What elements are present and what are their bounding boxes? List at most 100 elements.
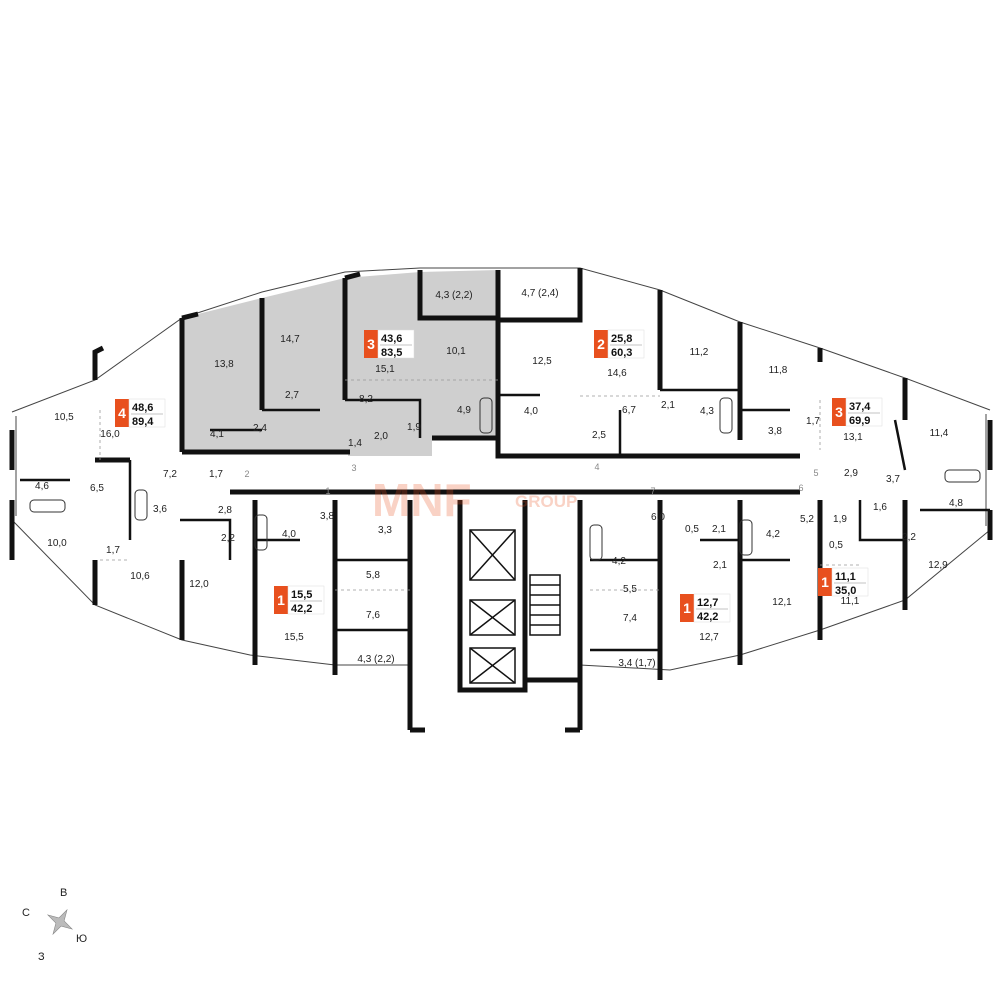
room-area-label: 2,2 <box>221 533 235 544</box>
room-area-label: 12,1 <box>772 597 792 608</box>
room-area-label: 7,2 <box>163 469 177 480</box>
compass: С В Ю З <box>22 887 87 963</box>
room-area-label: 0,5 <box>829 540 843 551</box>
room-area-label: 11,8 <box>769 365 788 376</box>
room-area-label: 4,7 (2,4) <box>521 288 558 299</box>
total-area: 60,3 <box>611 347 632 359</box>
living-area: 12,7 <box>697 597 718 609</box>
watermark-mark: MNF <box>372 474 472 526</box>
living-area: 25,8 <box>611 333 632 345</box>
room-area-label: 11,2 <box>690 347 709 358</box>
room-count: 2 <box>597 336 605 352</box>
room-area-label: 4,8 <box>949 498 963 509</box>
room-count-box <box>832 398 846 426</box>
room-area-label: 1,9 <box>407 422 421 433</box>
room-area-label: 15,5 <box>284 632 304 643</box>
room-area-label: 2,4 <box>253 423 267 434</box>
room-area-label: 7,4 <box>623 613 637 624</box>
room-area-label: 4,2 <box>612 556 626 567</box>
living-area: 37,4 <box>849 401 871 413</box>
total-area: 42,2 <box>291 603 312 615</box>
room-count: 3 <box>367 336 375 352</box>
room-area-label: 3,8 <box>768 426 782 437</box>
room-area-label: 5,5 <box>623 584 637 595</box>
room-area-label: 3,4 (1,7) <box>618 658 655 669</box>
apartment-badge[interactable]: 2 25,8 60,3 <box>594 329 645 359</box>
room-area-label: 3,3 <box>378 525 392 536</box>
room-area-label: 0,5 <box>685 524 699 535</box>
watermark-text: GROUP <box>515 492 577 511</box>
room-area-label: 2,0 <box>374 431 388 442</box>
area-values-box <box>287 585 325 615</box>
room-area-label: 2,1 <box>712 524 726 535</box>
room-area-label: 4,1 <box>210 429 224 440</box>
room-area-label: 10,0 <box>47 538 67 549</box>
compass-south: Ю <box>76 933 87 945</box>
entrance-number: 1 <box>325 486 330 496</box>
room-area-label: 3,6 <box>153 504 167 515</box>
area-values-box <box>693 593 731 623</box>
living-area: 15,5 <box>291 589 312 601</box>
room-area-label: 4,2 <box>766 529 780 540</box>
room-area-label: 7,6 <box>366 610 380 621</box>
core-shafts <box>469 529 561 684</box>
room-area-label: 10,5 <box>54 412 74 423</box>
room-area-label: 1,7 <box>106 545 120 556</box>
room-area-label: 12,5 <box>532 356 552 367</box>
room-count: 1 <box>821 574 829 590</box>
dashed-separators <box>99 379 860 591</box>
entrance-number: 5 <box>813 468 818 478</box>
room-area-label: 13,1 <box>843 432 863 443</box>
room-area-label: 16,0 <box>100 429 120 440</box>
room-area-label: 12,7 <box>699 632 719 643</box>
entrance-number: 3 <box>351 463 356 473</box>
room-area-label: 1,7 <box>209 469 223 480</box>
entrance-number: 4 <box>594 462 599 472</box>
living-area: 48,6 <box>132 402 153 414</box>
area-values-box <box>128 398 166 428</box>
room-area-label: 1,7 <box>806 416 820 427</box>
room-count-box <box>680 594 694 622</box>
room-area-label: 2,9 <box>844 468 858 479</box>
area-values-box <box>831 567 869 597</box>
room-area-label: 11,1 <box>841 596 860 607</box>
room-area-label: 10,1 <box>446 346 466 357</box>
room-area-label: 4,3 <box>700 406 714 417</box>
entrance-number: 2 <box>244 469 249 479</box>
room-area-label: 6,0 <box>651 512 665 523</box>
room-area-label: 6,7 <box>622 405 636 416</box>
room-area-label: 5,8 <box>366 570 380 581</box>
room-count-box <box>594 330 608 358</box>
room-area-label: 4,3 (2,2) <box>357 654 394 665</box>
room-area-label: 12,0 <box>189 579 209 590</box>
room-area-label: 4,3 (2,2) <box>435 290 472 301</box>
room-count: 4 <box>118 405 126 421</box>
room-area-label: 10,6 <box>130 571 150 582</box>
area-values-box <box>845 397 883 427</box>
room-count-box <box>364 330 378 358</box>
room-count-box <box>818 568 832 596</box>
total-area: 35,0 <box>835 585 856 597</box>
entrance-number: 7 <box>650 486 655 496</box>
room-count: 3 <box>835 404 843 420</box>
room-area-label: 1,9 <box>833 514 847 525</box>
room-area-label: 3,8 <box>320 511 334 522</box>
compass-west: З <box>38 951 45 963</box>
room-area-label: 6,5 <box>90 483 104 494</box>
compass-star-icon <box>46 908 74 936</box>
room-area-label: 2,8 <box>218 505 232 516</box>
watermark-logo: MNF GROUP <box>372 474 577 526</box>
room-area-label: 2,2 <box>902 532 916 543</box>
room-area-label: 3,7 <box>886 474 900 485</box>
room-area-label: 2,7 <box>285 390 299 401</box>
room-area-label: 2,5 <box>592 430 606 441</box>
